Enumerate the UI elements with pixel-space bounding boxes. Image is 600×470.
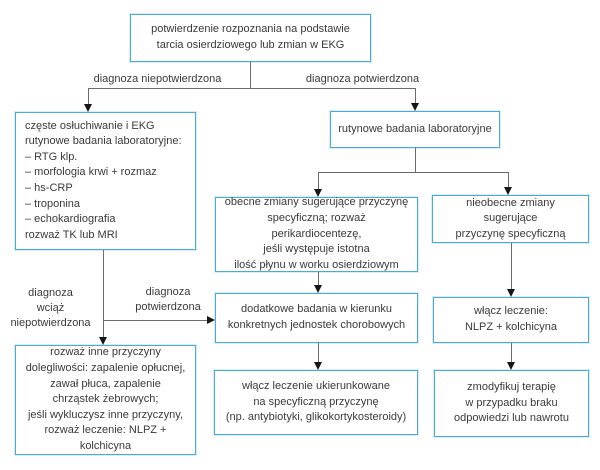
connector-labs-branch (318, 172, 508, 173)
arrowhead-to-modify-therapy (506, 362, 515, 370)
connector-to-changes-absent (508, 172, 509, 187)
connector-treatment-to-modify (511, 343, 512, 362)
connector-to-changes-present (318, 172, 319, 189)
node-targeted-treatment: włącz leczenie ukierunkowane na specyfic… (214, 370, 418, 435)
node-additional-tests: dodatkowe badania w kierunku konkretnych… (215, 293, 418, 343)
arrowhead-to-additional-tests-side (207, 316, 215, 324)
connector-to-auscultation (88, 88, 89, 104)
arrowhead-to-routine-labs (410, 103, 419, 111)
connector-additional-to-targeted (318, 343, 319, 362)
connector-root-stem (250, 62, 251, 88)
node-changes-absent: nieobecne zmiany sugerujące przyczynę sp… (432, 195, 589, 243)
edge-label-diagnosis-not-confirmed: diagnoza niepotwierdzona (93, 73, 222, 85)
node-root-confirmation: potwierdzenie rozpoznania na podstawie t… (130, 14, 371, 62)
connector-to-routine-labs (415, 88, 416, 103)
arrowhead-to-targeted-treatment (313, 362, 322, 370)
node-consider-other-causes: rozważ inne przyczyny dolegliwości: zapa… (15, 345, 196, 455)
arrowhead-to-auscultation (83, 104, 92, 112)
arrowhead-to-start-treatment (506, 289, 515, 297)
arrowhead-to-other-causes (98, 337, 107, 345)
edge-label-diagnosis-still-not-confirmed: diagnoza wciąż niepotwierdzona (10, 287, 91, 330)
arrowhead-to-changes-absent (503, 187, 512, 195)
connector-present-to-additional (318, 272, 319, 285)
connector-root-branch (88, 88, 415, 89)
node-start-treatment: włącz leczenie: NLPZ + kolchicyna (433, 297, 589, 343)
arrowhead-to-changes-present (313, 189, 322, 197)
connector-labs-stem (415, 148, 416, 172)
node-changes-present: obecne zmiany sugerujące przyczynę specy… (215, 196, 418, 272)
arrowhead-to-additional-tests (313, 285, 322, 293)
node-modify-therapy: zmodyfikuj terapię w przypadku braku odp… (434, 370, 589, 437)
edge-label-diagnosis-confirmed-lower: diagnoza potwierdzona (135, 286, 201, 314)
connector-confirmed-branch (103, 320, 207, 321)
node-routine-labs: rutynowe badania laboratoryjne (330, 111, 500, 148)
node-auscultation-tests: częste osłuchiwanie i EKG rutynowe badan… (15, 112, 196, 250)
edge-label-diagnosis-confirmed: diagnoza potwierdzona (305, 73, 420, 85)
connector-absent-to-treatment (511, 243, 512, 289)
connector-auscultation-stem (103, 250, 104, 337)
